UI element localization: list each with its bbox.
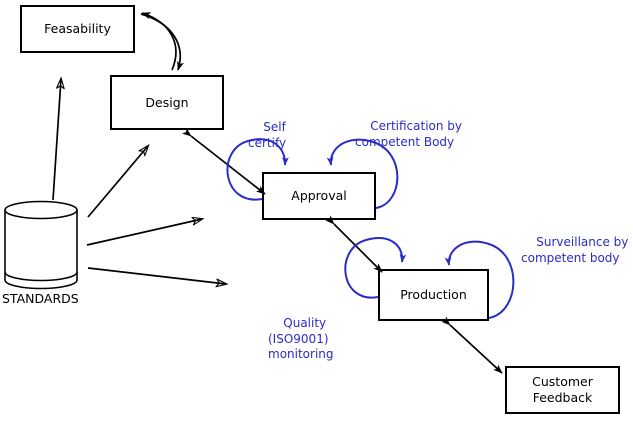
edge-standards-to-approval <box>86 219 202 246</box>
edge-production-customer-feedback <box>441 316 503 374</box>
edge-feasability-to-design <box>140 13 185 71</box>
edge-standards-to-feasability <box>52 79 61 201</box>
edge-standards-to-design <box>87 146 148 218</box>
annotation-surveillance-competent-body-text: Surveillance by competent body <box>521 235 629 265</box>
edge-design-to-feasability <box>141 12 177 71</box>
annotation-surveillance-competent-body: Surveillance by competent body <box>521 220 628 281</box>
standards-datastore-label: STANDARDS <box>2 291 79 306</box>
node-customer-feedback[interactable]: Customer Feedback <box>505 366 620 414</box>
node-production[interactable]: Production <box>378 269 489 321</box>
node-production-label: Production <box>400 287 467 303</box>
edge-approval-production <box>325 215 383 273</box>
annotation-certification-competent-body-text: Certification by competent Body <box>355 119 463 149</box>
loop-self-certify <box>226 138 289 201</box>
node-approval-label: Approval <box>291 188 347 204</box>
standards-datastore-shape <box>4 200 78 290</box>
node-design-label: Design <box>145 94 189 110</box>
loop-certification-competent-body <box>326 138 399 209</box>
loop-quality-iso9001-monitoring <box>344 237 407 299</box>
annotation-self-certify-text: Self certify <box>248 120 287 150</box>
annotation-self-certify: Self certify <box>248 105 286 166</box>
edge-standards-to-production <box>87 267 226 284</box>
annotation-quality-iso9001-monitoring: Quality (ISO9001) monitoring <box>268 301 334 378</box>
node-approval[interactable]: Approval <box>262 172 376 220</box>
annotation-quality-iso9001-monitoring-text: Quality (ISO9001) monitoring <box>268 316 334 362</box>
node-customer-feedback-label: Customer Feedback <box>532 374 593 405</box>
loop-surveillance-competent-body <box>444 240 515 319</box>
standards-label-text: STANDARDS <box>2 291 79 306</box>
node-design[interactable]: Design <box>110 75 224 130</box>
node-feasability[interactable]: Feasability <box>20 5 135 53</box>
annotation-certification-competent-body: Certification by competent Body <box>355 104 462 165</box>
node-feasability-label: Feasability <box>44 21 111 37</box>
